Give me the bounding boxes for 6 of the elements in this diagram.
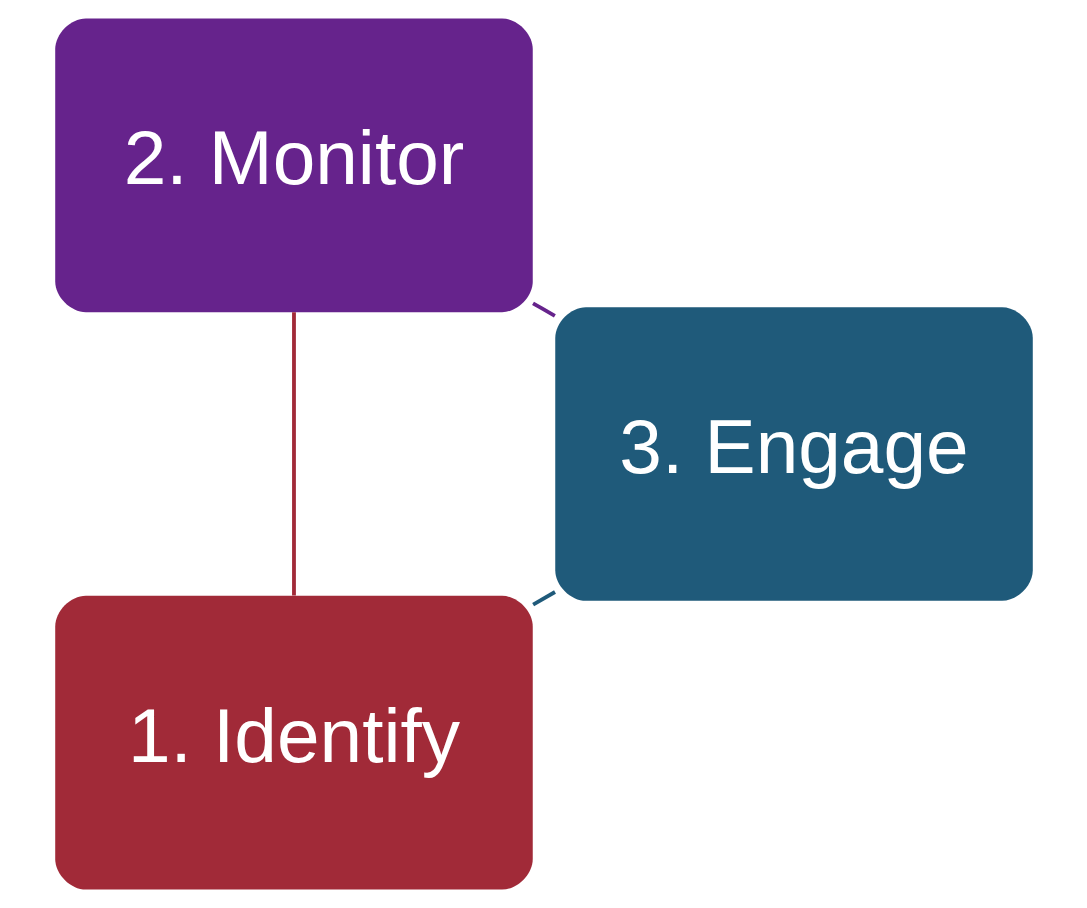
connector bbox=[531, 301, 556, 318]
node-box: 3. Engage bbox=[554, 307, 1033, 601]
node-box: 2. Monitor bbox=[54, 18, 533, 313]
connector bbox=[291, 312, 296, 596]
connector bbox=[531, 590, 556, 607]
node-box: 1. Identify bbox=[54, 595, 533, 890]
